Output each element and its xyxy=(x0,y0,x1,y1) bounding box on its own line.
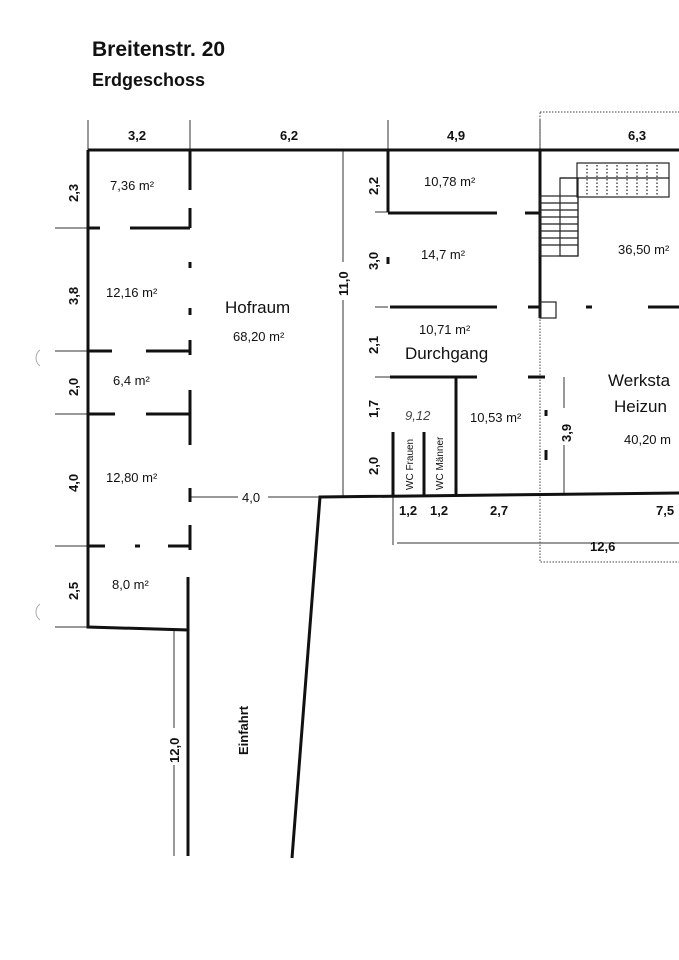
hofraum-area: 68,20 m² xyxy=(233,329,285,344)
dimension-lines xyxy=(55,111,679,856)
dim-mid-2: 3,0 xyxy=(366,252,381,270)
dim-left-4: 4,0 xyxy=(66,474,81,492)
dim-einfahrt: 12,0 xyxy=(167,738,182,763)
dim-hof-height: 11,0 xyxy=(336,271,351,296)
room-area-m1: 10,78 m² xyxy=(424,174,476,189)
dim-mid-3: 2,1 xyxy=(366,336,381,354)
dim-left-1: 2,3 xyxy=(66,184,81,202)
room-area-m4: 10,53 m² xyxy=(470,410,522,425)
punch-hole-mark xyxy=(35,603,41,621)
hofraum-label: Hofraum xyxy=(225,298,290,317)
stair-room-area: 36,50 m² xyxy=(618,242,670,257)
wc-frauen-label: WC Frauen xyxy=(405,439,416,490)
room-area-4: 12,80 m² xyxy=(106,470,158,485)
heizung-label: Heizun xyxy=(614,397,667,416)
handwritten-note: 9,12 xyxy=(405,408,431,423)
room-area-2: 12,16 m² xyxy=(106,285,158,300)
floor-subtitle: Erdgeschoss xyxy=(92,70,206,90)
room-area-m3: 10,71 m² xyxy=(419,322,471,337)
dim-hof-width: 4,0 xyxy=(242,490,260,505)
dim-mid-5: 2,0 xyxy=(366,457,381,475)
dim-top-1: 3,2 xyxy=(128,128,146,143)
dim-left-5: 2,5 xyxy=(66,582,81,600)
punch-hole-mark xyxy=(35,349,41,367)
werkstatt-label: Werksta xyxy=(608,371,671,390)
room-area-5: 8,0 m² xyxy=(112,577,150,592)
plan-title: Breitenstr. 20 xyxy=(92,38,226,61)
dim-bottom-3: 2,7 xyxy=(490,503,508,518)
room-area-m2: 14,7 m² xyxy=(421,247,466,262)
dim-bottom-1: 1,2 xyxy=(399,503,417,518)
durchgang-label: Durchgang xyxy=(405,344,488,363)
room-area-1: 7,36 m² xyxy=(110,178,155,193)
dim-top-2: 6,2 xyxy=(280,128,298,143)
walls xyxy=(86,148,679,859)
dim-top-3: 4,9 xyxy=(447,128,465,143)
room-area-3: 6,4 m² xyxy=(113,373,151,388)
dim-top-4: 6,3 xyxy=(628,128,646,143)
dim-bottom-4: 7,5 xyxy=(656,503,674,518)
einfahrt-label: Einfahrt xyxy=(236,705,251,755)
dim-werkstatt-height: 3,9 xyxy=(559,424,574,442)
dim-total: 12,6 xyxy=(590,539,615,554)
wc-maenner-label: WC Männer xyxy=(435,436,446,490)
dim-bottom-2: 1,2 xyxy=(430,503,448,518)
dim-left-2: 3,8 xyxy=(66,287,81,305)
dim-left-3: 2,0 xyxy=(66,378,81,396)
dim-mid-4: 1,7 xyxy=(366,400,381,418)
staircase xyxy=(539,162,670,319)
werkstatt-area: 40,20 m xyxy=(624,432,671,447)
dim-mid-1: 2,2 xyxy=(366,177,381,195)
